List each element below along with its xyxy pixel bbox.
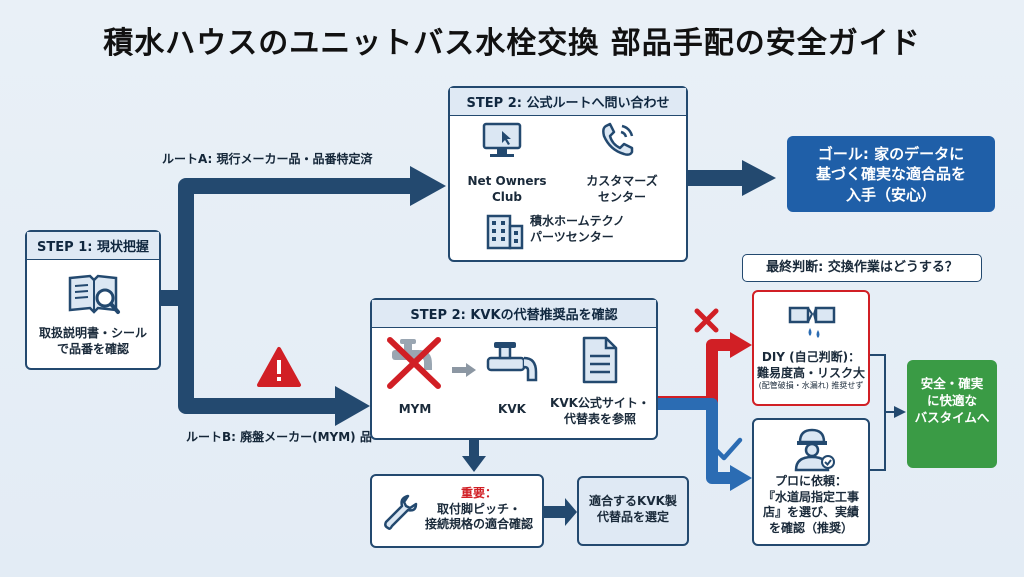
final-question: 最終判断: 交換作業はどうする？ (742, 254, 982, 282)
to-safe-arrows (870, 354, 895, 471)
diy-box: DIY (自己判断)： 難易度高・リスク大 (配管破損・水漏れ) 推奨せず (752, 290, 870, 406)
worker-icon (790, 426, 836, 476)
pro-arrow (658, 398, 732, 484)
pro-text: プロに依頼： 『水道局指定工事 店』を選び、実績 を確認（推奨） (762, 474, 859, 535)
step2b-box: STEP 2: KVKの代替推奨品を確認 MYM KVK (370, 298, 658, 440)
page-title: 積水ハウスのユニットバス水栓交換 部品手配の安全ガイド (103, 26, 921, 61)
route-a-arrow (160, 178, 410, 306)
kvk-label: KVK (498, 402, 526, 416)
parts-center-label: 積水ホームテクノ パーツセンター (530, 214, 625, 244)
check-icon (713, 437, 743, 461)
diy-arrow (658, 339, 732, 408)
broken-pipe-icon (788, 300, 838, 346)
step1-header: STEP 1: 現状把握 (27, 232, 159, 260)
warning-icon (257, 347, 301, 387)
computer-icon (482, 122, 522, 164)
net-owners-label: Net Owners Club (467, 174, 547, 204)
pro-box: プロに依頼： 『水道局指定工事 店』を選び、実績 を確認（推奨） (752, 418, 870, 546)
kvk-site-label: KVK公式サイト・ 代替表を参照 (550, 396, 650, 426)
building-icon (484, 212, 524, 254)
manual-search-icon (67, 272, 121, 322)
document-icon (580, 336, 620, 388)
phone-icon (598, 120, 638, 164)
select-box: 適合するKVK製 代替品を選定 (577, 476, 689, 546)
route-a-label: ルートA: 現行メーカー品・品番特定済 (162, 152, 373, 166)
mym-label: MYM (398, 402, 432, 416)
reject-x-icon (694, 308, 719, 333)
safe-box: 安全・確実 に快適な バスタイムへ (907, 360, 997, 468)
goal-box: ゴール: 家のデータに 基づく確実な適合品を 入手（安心） (787, 136, 995, 212)
arrow-right-icon (452, 362, 476, 381)
route-b-label: ルートB: 廃盤メーカー(MYM) 品 (186, 430, 372, 444)
select-arrow (544, 498, 577, 526)
step1-body: 取扱説明書・シール で品番を確認 (38, 326, 147, 356)
important-label: 重要： (460, 486, 497, 500)
crossed-faucet-icon (386, 336, 444, 394)
step2b-header: STEP 2: KVKの代替推奨品を確認 (372, 300, 656, 328)
wrench-icon (380, 492, 420, 536)
diy-text: DIY (自己判断)： 難易度高・リスク大 (配管破損・水漏れ) 推奨せず (756, 350, 865, 391)
route-b-arrow (178, 298, 335, 414)
step1-box: STEP 1: 現状把握 取扱説明書・シール で品番を確認 (25, 230, 161, 370)
customer-center-label: カスタマーズ センター (586, 174, 658, 204)
select-text: 適合するKVK製 代替品を選定 (589, 494, 677, 524)
step2a-header: STEP 2: 公式ルートへ問い合わせ (450, 88, 686, 116)
important-text: 重要： 取付脚ピッチ・ 接続規格の適合確認 (416, 486, 542, 533)
important-box: 重要： 取付脚ピッチ・ 接続規格の適合確認 (370, 474, 544, 548)
step2a-box: STEP 2: 公式ルートへ問い合わせ Net Owners Club カスタマ… (448, 86, 688, 262)
faucet-icon (484, 340, 540, 392)
